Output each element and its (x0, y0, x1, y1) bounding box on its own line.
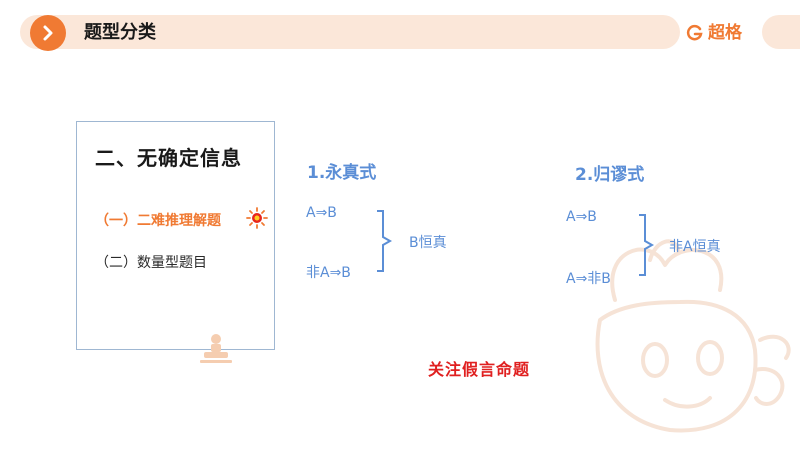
sun-icon (246, 207, 268, 233)
formula2-brace (637, 213, 655, 281)
card-item-dilemma: （一）二难推理解题 (95, 213, 221, 229)
logo-text: 超格 (708, 23, 742, 43)
formula1-title: 1.永真式 (307, 163, 377, 183)
mascot-watermark (560, 230, 800, 454)
logo-g-icon (686, 24, 703, 41)
chevron-right-icon (30, 15, 66, 51)
formula1-brace (375, 209, 393, 277)
formula2-line1: A⇒B (566, 209, 597, 225)
card-title: 二、无确定信息 (95, 146, 242, 170)
formula1-result: B恒真 (409, 235, 447, 251)
brand-logo: 超格 (686, 20, 742, 46)
focus-note: 关注假言命题 (428, 360, 531, 379)
formula2-line2: A⇒非B (566, 271, 611, 287)
topic-card (76, 121, 275, 350)
formula2-title: 2.归谬式 (575, 165, 645, 185)
card-item-quantity: （二）数量型题目 (95, 255, 207, 271)
page-title: 题型分类 (84, 22, 156, 43)
formula1-line2: 非A⇒B (306, 265, 351, 281)
formula2-result: 非A恒真 (669, 239, 721, 255)
stamp-icon (198, 332, 234, 370)
header-bar-end (762, 15, 800, 49)
formula1-line1: A⇒B (306, 205, 337, 221)
header-bar (20, 15, 680, 49)
